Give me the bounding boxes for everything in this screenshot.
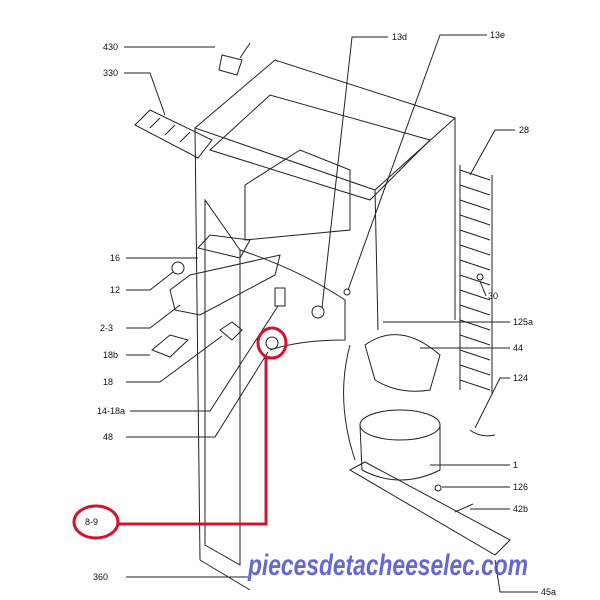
part-14-18a xyxy=(274,287,286,307)
evaporator-tray xyxy=(364,334,441,392)
label-42b: 42b xyxy=(513,504,528,514)
label-28: 28 xyxy=(519,125,529,135)
condenser-coil xyxy=(459,165,493,395)
compressor-rail xyxy=(348,461,511,556)
knob xyxy=(171,261,185,275)
ice-scoop xyxy=(218,42,251,76)
compressor xyxy=(359,409,441,481)
label-45a: 45a xyxy=(541,587,556,597)
label-2-3: 2-3 xyxy=(100,323,113,333)
label-13e: 13e xyxy=(490,30,505,40)
label-330: 330 xyxy=(103,68,118,78)
highlight-8-9 xyxy=(72,326,288,540)
label-12: 12 xyxy=(110,285,120,295)
label-30: 30 xyxy=(488,291,498,301)
label-360: 360 xyxy=(93,572,108,582)
leader-lines xyxy=(124,34,538,593)
lamp-switch xyxy=(219,321,243,341)
lamp-holder xyxy=(151,334,189,358)
label-18b: 18b xyxy=(103,350,118,360)
capillary-tube xyxy=(343,344,356,461)
sensor-124 xyxy=(469,429,496,437)
refrigerator-cabinet xyxy=(194,59,456,591)
label-126: 126 xyxy=(513,482,528,492)
thermostat-cover xyxy=(197,234,251,259)
label-124: 124 xyxy=(513,373,528,383)
label-13d: 13d xyxy=(392,32,407,42)
label-8-9: 8-9 xyxy=(85,517,98,527)
fan-motor-8-9 xyxy=(265,336,279,350)
label-14-18a: 14-18a xyxy=(97,406,125,416)
control-panel xyxy=(169,254,281,316)
label-48: 48 xyxy=(103,432,113,442)
label-1: 1 xyxy=(513,460,518,470)
label-430: 430 xyxy=(103,42,118,52)
ice-tray xyxy=(134,109,213,159)
label-44: 44 xyxy=(513,343,523,353)
label-125a: 125a xyxy=(513,317,533,327)
label-18: 18 xyxy=(103,377,113,387)
label-16: 16 xyxy=(110,253,120,263)
drain-parts xyxy=(311,273,484,513)
watermark: piecesdetacheeselec.com xyxy=(247,549,528,582)
